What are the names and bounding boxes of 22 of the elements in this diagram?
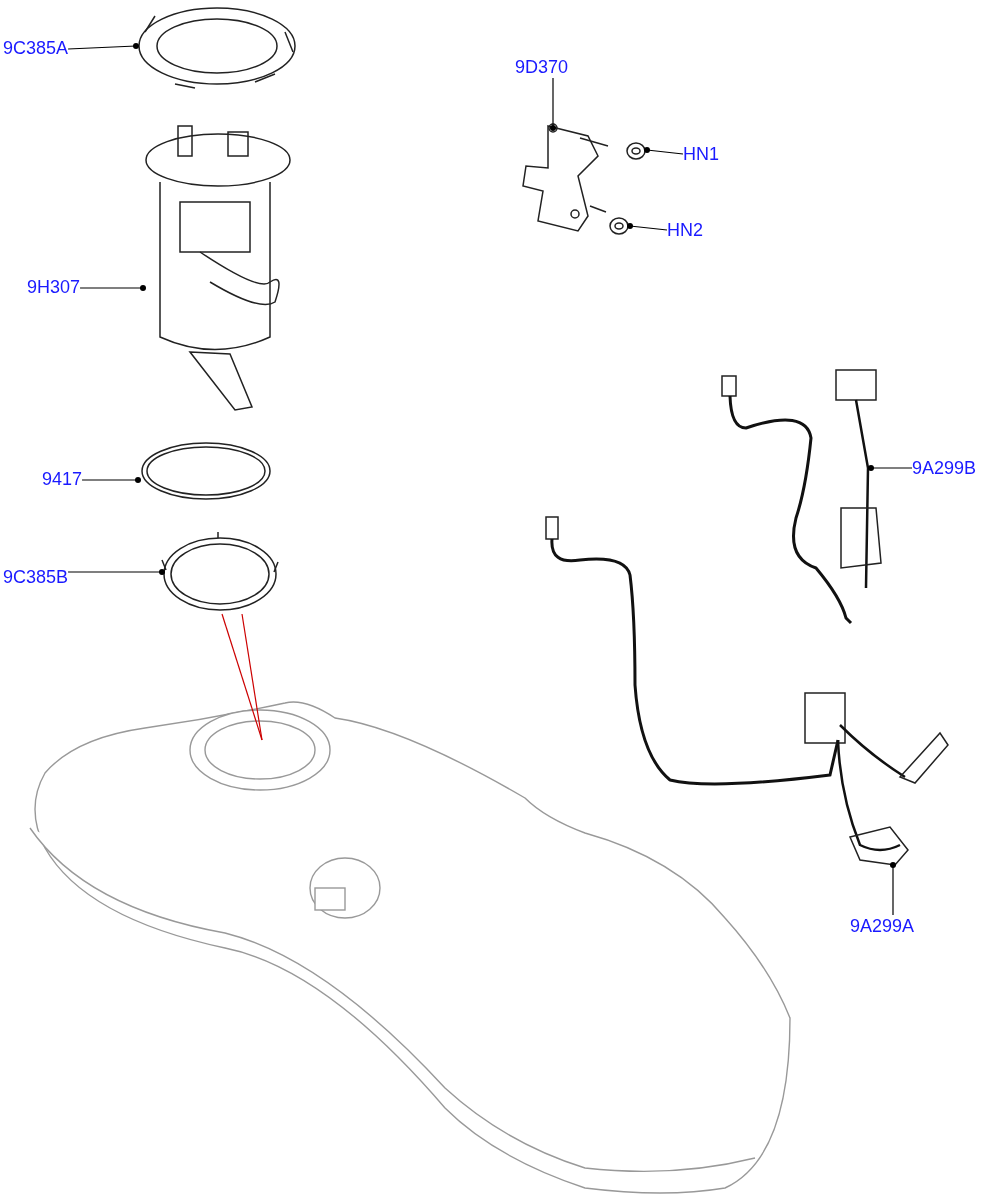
leader-line (890, 862, 896, 916)
part-number: 9A299B (912, 457, 977, 479)
nut-drawing (607, 215, 631, 237)
leader-line (67, 569, 165, 575)
leader-line (550, 77, 556, 131)
part-number: 9H307 (27, 276, 81, 298)
seal-ring-drawing (138, 440, 273, 502)
part-number: 9417 (42, 468, 83, 490)
part-number: 9A299A (850, 915, 915, 937)
leader-line (81, 477, 141, 483)
leader-line (627, 223, 668, 231)
part-number: 9D370 (515, 56, 569, 78)
leader-line (644, 147, 684, 155)
leader-line (67, 43, 139, 50)
assembly-line (241, 613, 263, 741)
leader-line (79, 285, 146, 291)
leader-line (868, 465, 913, 471)
part-number: 9C385B (3, 566, 69, 588)
part-number: HN1 (683, 143, 719, 165)
part-number: HN2 (667, 219, 703, 241)
nut-drawing (624, 140, 648, 162)
part-number: 9C385A (3, 37, 69, 59)
